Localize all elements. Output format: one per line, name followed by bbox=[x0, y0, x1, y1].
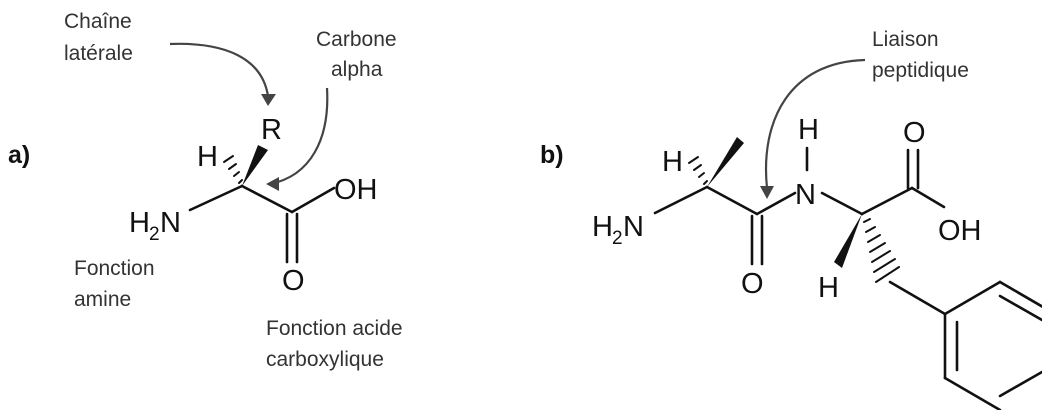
bond-n-ca1 bbox=[653, 185, 709, 215]
amine-label-line1: Fonction bbox=[74, 257, 155, 280]
bond-c-n bbox=[755, 191, 797, 216]
atom-o-acid: O bbox=[903, 117, 926, 149]
atom-n-amide: N bbox=[795, 179, 816, 211]
peptide-bond-label-line1: Liaison bbox=[872, 28, 939, 51]
panel-b-label: b) bbox=[540, 141, 564, 169]
bond-ca1-c bbox=[705, 185, 759, 216]
atom-n-h: H bbox=[129, 207, 150, 239]
atom-o: O bbox=[282, 265, 305, 297]
wedge-bond-r bbox=[242, 145, 268, 186]
panel-a: a) Chaîne latérale Carbone alpha H R H 2… bbox=[8, 10, 403, 371]
alpha-carbon-label-line2: alpha bbox=[331, 58, 383, 81]
hash-bond-ch2 bbox=[863, 218, 900, 283]
atom-r: R bbox=[261, 114, 282, 146]
bond-ca-c bbox=[240, 184, 294, 214]
acid-label-line2: carboxylique bbox=[266, 348, 384, 371]
bond-ca2-c bbox=[860, 186, 914, 216]
atom-h-left: H bbox=[662, 146, 683, 178]
atom-h-alpha: H bbox=[818, 272, 839, 304]
atom-h: H bbox=[197, 141, 218, 173]
phenyl-ring bbox=[943, 280, 1042, 410]
alpha-carbon-label-line1: Carbone bbox=[316, 28, 397, 51]
acid-label-line1: Fonction acide bbox=[266, 317, 403, 340]
bond-c-oh bbox=[290, 186, 336, 214]
peptide-bond-arrow bbox=[764, 58, 866, 189]
bond-n-ca bbox=[188, 184, 244, 212]
panel-a-label: a) bbox=[8, 141, 30, 169]
side-chain-arrowhead bbox=[261, 94, 276, 106]
side-chain-arrow bbox=[169, 42, 270, 97]
atom-n-h: H bbox=[592, 211, 613, 243]
hash-bond-h-left bbox=[688, 156, 708, 185]
alpha-carbon-arrowhead bbox=[266, 177, 279, 191]
bond-ch2-ring bbox=[888, 280, 947, 316]
alpha-carbon-arrow bbox=[269, 87, 329, 186]
atom-n-terminal: N bbox=[623, 211, 644, 243]
atom-oh: OH bbox=[938, 215, 982, 247]
bond-n-ca2 bbox=[820, 191, 864, 216]
bond-c-oh bbox=[910, 186, 946, 209]
atom-n-subscript: 2 bbox=[149, 224, 160, 245]
side-chain-label-line2: latérale bbox=[64, 42, 133, 65]
atom-h-amide: H bbox=[798, 114, 819, 146]
amine-label-line2: amine bbox=[74, 288, 131, 311]
atom-o-amide: O bbox=[741, 268, 764, 300]
panel-b: b) Liaison peptidique H H 2 N O H N H O … bbox=[540, 28, 1042, 410]
atom-oh: OH bbox=[334, 174, 378, 206]
hash-bond-h bbox=[223, 155, 243, 184]
wedge-bond-h-alpha bbox=[834, 214, 862, 268]
peptide-bond-arrowhead bbox=[760, 186, 774, 199]
atom-n-subscript: 2 bbox=[612, 228, 623, 249]
side-chain-label-line1: Chaîne bbox=[64, 10, 132, 33]
atom-n: N bbox=[160, 207, 181, 239]
peptide-bond-label-line2: peptidique bbox=[872, 59, 969, 82]
wedge-bond-methyl bbox=[707, 137, 744, 187]
